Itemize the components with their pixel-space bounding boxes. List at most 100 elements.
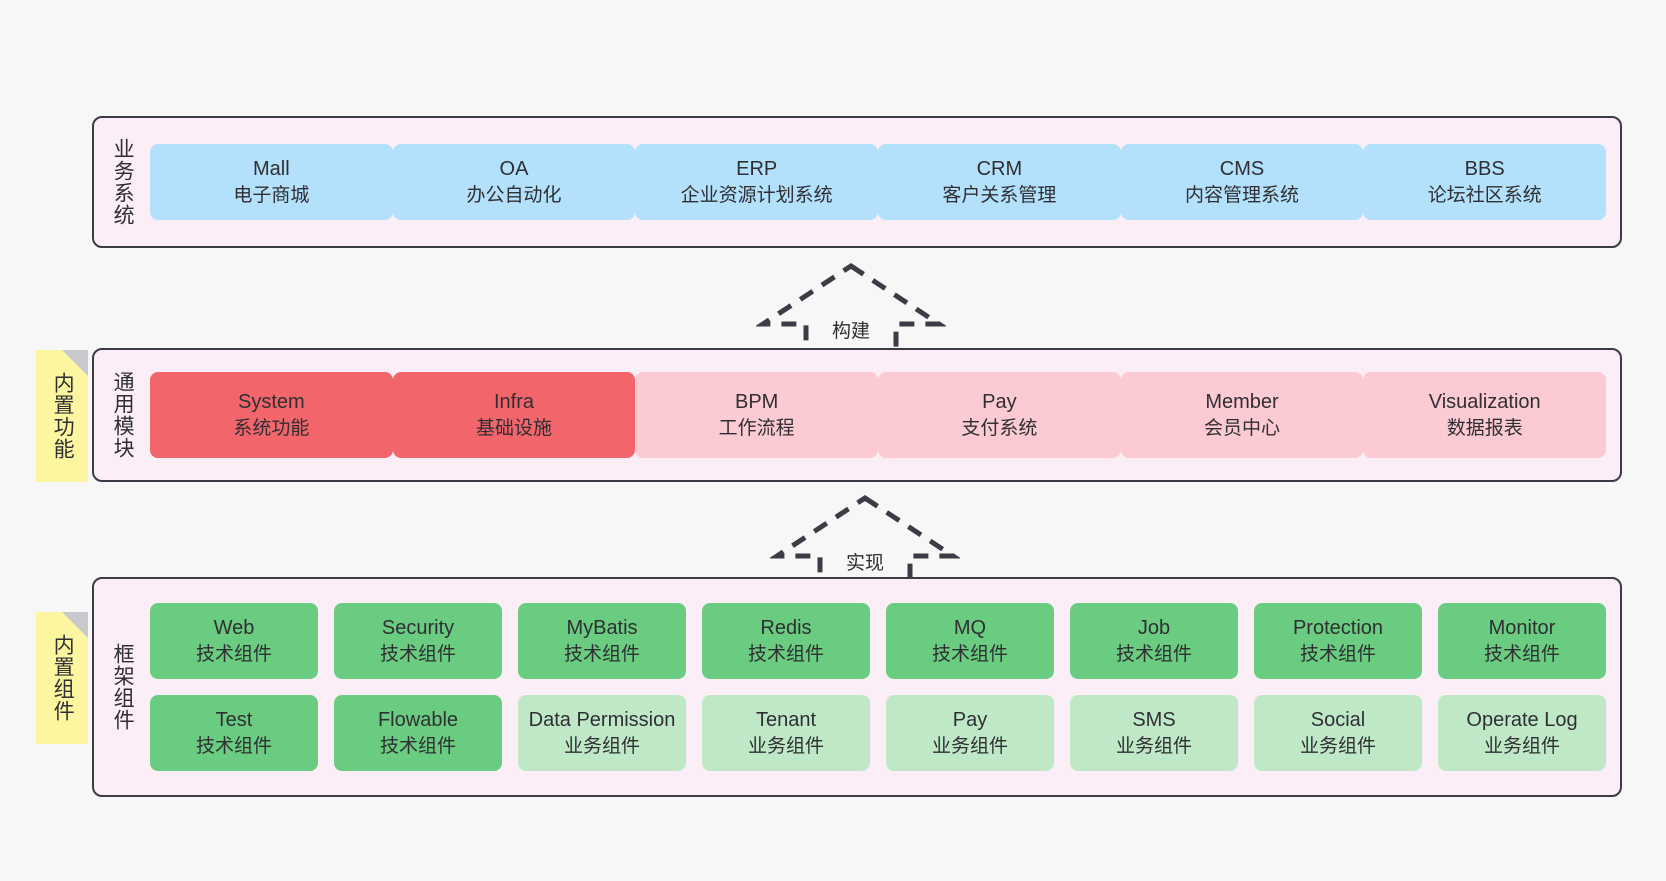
card-subtitle: 业务组件: [1299, 735, 1376, 757]
card-title: MQ: [953, 617, 987, 640]
card-subtitle: 业务组件: [931, 735, 1008, 757]
module-card-infra[interactable]: Infra 基础设施: [392, 372, 636, 458]
business-systems-card-row: Mall 电子商城 OA 办公自动化 ERP 企业资源计划系统 CRM 客户关系…: [150, 118, 1620, 246]
card-title: BPM: [735, 391, 779, 414]
framework-card-web[interactable]: Web 技术组件: [150, 603, 318, 679]
card-title: Data Permission: [528, 709, 676, 732]
card-title: CMS: [1219, 158, 1265, 181]
layer-business-systems: 业务系统 Mall 电子商城 OA 办公自动化 ERP 企业资源计划系统 CRM…: [92, 116, 1622, 248]
framework-card-monitor[interactable]: Monitor 技术组件: [1438, 603, 1606, 679]
card-title: Monitor: [1488, 617, 1556, 640]
card-subtitle: 会员中心: [1204, 417, 1281, 439]
card-title: Visualization: [1428, 391, 1541, 414]
card-subtitle: 电子商城: [233, 184, 310, 206]
card-title: OA: [499, 158, 529, 181]
system-card-crm[interactable]: CRM 客户关系管理: [878, 144, 1121, 220]
layer-framework-components: 框架组件 Web 技术组件 Security 技术组件 MyBatis 技术组件…: [92, 577, 1622, 797]
note-builtin-components: 内置组件: [36, 612, 88, 744]
framework-card-mq[interactable]: MQ 技术组件: [886, 603, 1054, 679]
card-subtitle: 业务组件: [563, 735, 640, 757]
card-subtitle: 内容管理系统: [1185, 184, 1300, 206]
module-card-system[interactable]: System 系统功能: [150, 372, 393, 458]
note-label: 内置功能: [51, 372, 75, 460]
card-title: Protection: [1292, 617, 1384, 640]
card-title: Member: [1205, 391, 1279, 414]
module-card-visualization[interactable]: Visualization 数据报表: [1363, 372, 1607, 458]
card-subtitle: 业务组件: [747, 735, 824, 757]
card-subtitle: 技术组件: [379, 735, 456, 757]
card-title: Job: [1137, 617, 1171, 640]
system-card-mall[interactable]: Mall 电子商城: [150, 144, 393, 220]
arrow-build-label: 构建: [831, 321, 871, 342]
framework-card-tenant[interactable]: Tenant 业务组件: [702, 695, 870, 771]
card-title: Pay: [952, 709, 988, 732]
framework-card-flowable[interactable]: Flowable 技术组件: [334, 695, 502, 771]
framework-card-operate-log[interactable]: Operate Log 业务组件: [1438, 695, 1606, 771]
card-title: Test: [215, 709, 253, 732]
framework-card-job[interactable]: Job 技术组件: [1070, 603, 1238, 679]
card-title: Pay: [982, 391, 1017, 414]
framework-card-pay[interactable]: Pay 业务组件: [886, 695, 1054, 771]
card-subtitle: 数据报表: [1446, 417, 1523, 439]
module-card-bpm[interactable]: BPM 工作流程: [635, 372, 879, 458]
layer-label-common-modules: 通用模块: [111, 371, 135, 459]
card-subtitle: 工作流程: [718, 417, 795, 439]
card-subtitle: 办公自动化: [466, 184, 562, 206]
card-subtitle: 技术组件: [379, 643, 456, 665]
card-title: Tenant: [755, 709, 817, 732]
card-title: Web: [213, 617, 255, 640]
card-title: Redis: [760, 617, 812, 640]
note-label: 内置组件: [51, 634, 75, 722]
framework-row-business: Test 技术组件 Flowable 技术组件 Data Permission …: [150, 695, 1606, 771]
card-subtitle: 技术组件: [747, 643, 824, 665]
note-builtin-functions: 内置功能: [36, 350, 88, 482]
system-card-cms[interactable]: CMS 内容管理系统: [1120, 144, 1364, 220]
framework-card-social[interactable]: Social 业务组件: [1254, 695, 1422, 771]
card-subtitle: 客户关系管理: [942, 184, 1057, 206]
note-fold-icon: [62, 350, 88, 376]
system-card-bbs[interactable]: BBS 论坛社区系统: [1363, 144, 1607, 220]
card-title: System: [237, 391, 305, 414]
framework-card-mybatis[interactable]: MyBatis 技术组件: [518, 603, 686, 679]
card-subtitle: 企业资源计划系统: [680, 184, 833, 206]
card-title: Infra: [493, 391, 535, 414]
framework-card-data-permission[interactable]: Data Permission 业务组件: [518, 695, 686, 771]
framework-card-test[interactable]: Test 技术组件: [150, 695, 318, 771]
card-title: Mall: [253, 158, 290, 181]
framework-card-sms[interactable]: SMS 业务组件: [1070, 695, 1238, 771]
card-title: SMS: [1132, 709, 1176, 732]
card-title: ERP: [736, 158, 778, 181]
card-title: Social: [1310, 709, 1366, 732]
card-title: Flowable: [377, 709, 459, 732]
card-title: Operate Log: [1466, 709, 1578, 732]
card-subtitle: 业务组件: [1483, 735, 1560, 757]
system-card-oa[interactable]: OA 办公自动化: [392, 144, 636, 220]
card-subtitle: 基础设施: [476, 417, 553, 439]
framework-row-technical: Web 技术组件 Security 技术组件 MyBatis 技术组件 Redi…: [150, 603, 1606, 679]
card-title: MyBatis: [566, 617, 638, 640]
common-modules-card-row: System 系统功能 Infra 基础设施 BPM 工作流程 Pay 支付系统…: [150, 350, 1620, 480]
module-card-pay[interactable]: Pay 支付系统: [878, 372, 1121, 458]
arrow-implement: 实现: [770, 490, 960, 590]
card-subtitle: 系统功能: [233, 417, 310, 439]
layer-common-modules: 通用模块 System 系统功能 Infra 基础设施 BPM 工作流程 Pay…: [92, 348, 1622, 482]
card-subtitle: 技术组件: [1115, 643, 1192, 665]
card-subtitle: 技术组件: [1299, 643, 1376, 665]
layer-label-business-systems: 业务系统: [111, 138, 135, 226]
card-subtitle: 业务组件: [1115, 735, 1192, 757]
framework-card-security[interactable]: Security 技术组件: [334, 603, 502, 679]
layer-label-framework-components: 框架组件: [111, 643, 135, 731]
card-title: BBS: [1464, 158, 1505, 181]
arrow-build: 构建: [756, 258, 946, 358]
card-subtitle: 技术组件: [195, 735, 272, 757]
card-title: CRM: [976, 158, 1023, 181]
system-card-erp[interactable]: ERP 企业资源计划系统: [635, 144, 879, 220]
framework-card-protection[interactable]: Protection 技术组件: [1254, 603, 1422, 679]
arrow-implement-label: 实现: [845, 553, 885, 574]
card-subtitle: 支付系统: [961, 417, 1038, 439]
module-card-member[interactable]: Member 会员中心: [1120, 372, 1364, 458]
note-fold-icon: [62, 612, 88, 638]
card-subtitle: 技术组件: [563, 643, 640, 665]
card-subtitle: 技术组件: [195, 643, 272, 665]
framework-card-redis[interactable]: Redis 技术组件: [702, 603, 870, 679]
